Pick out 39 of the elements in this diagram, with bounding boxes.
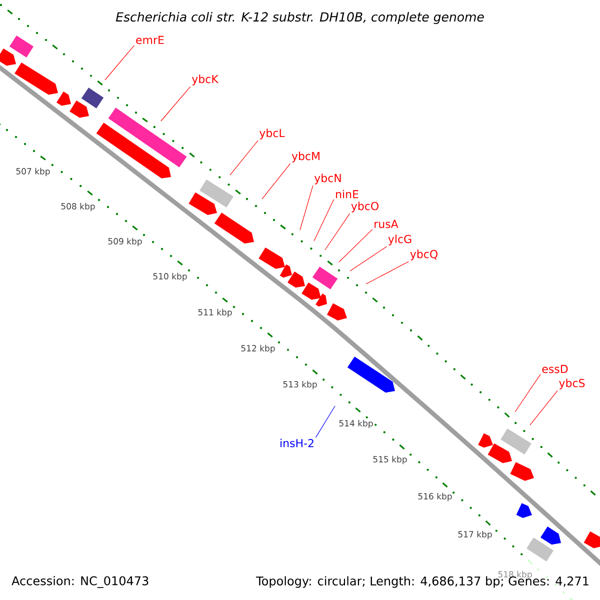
scale-label: 508 kbp xyxy=(61,202,95,212)
footer-text: Accession: NC_010473 xyxy=(12,576,148,588)
leader-line xyxy=(230,140,258,176)
gene-label: rusA xyxy=(374,220,398,228)
scale-label: 515 kbp xyxy=(373,456,407,464)
gene-label: emrE xyxy=(136,36,164,44)
leader-line xyxy=(314,199,334,242)
gene-label: ybcN xyxy=(314,174,341,184)
scale-label: 507 kbp xyxy=(16,168,50,176)
scale-label: 517 kbp xyxy=(458,530,492,540)
scale-label: 516 kbp xyxy=(418,492,452,502)
scale-label: 511 kbp xyxy=(198,308,232,318)
leader-line xyxy=(324,213,350,250)
gene-label: ybcM xyxy=(292,152,320,162)
gene-label: ybcQ xyxy=(410,250,438,260)
scale-label: 514 kbp xyxy=(339,420,373,428)
gene-label: ylcG xyxy=(388,234,412,246)
leader-line xyxy=(530,390,558,426)
scale-label: 513 kbp xyxy=(283,380,317,390)
gene-label: ybcO xyxy=(351,202,378,212)
leader-line xyxy=(160,86,191,122)
leader-line xyxy=(315,406,336,438)
leader-line xyxy=(366,261,409,284)
scale-label: 510 kbp xyxy=(153,272,187,282)
gene-label: ybcK xyxy=(192,74,219,86)
scale-label: 512 kbp xyxy=(241,344,275,354)
leader-line xyxy=(350,246,388,272)
leader-line xyxy=(104,45,135,80)
title: Escherichia coli str. K-12 substr. DH10B, complete genome xyxy=(116,12,484,24)
gene-label: essD xyxy=(542,364,568,374)
leader-line xyxy=(300,185,314,230)
scale-label: 509 kbp xyxy=(108,238,142,246)
leader-line xyxy=(514,374,541,412)
leader-line xyxy=(338,229,373,262)
gene-label: ybcL xyxy=(260,128,285,140)
gene-label: ninE xyxy=(336,190,358,198)
gene-label: insH-2 xyxy=(280,438,314,448)
gene-label: ybcS xyxy=(559,378,585,390)
leader-line xyxy=(262,163,291,200)
